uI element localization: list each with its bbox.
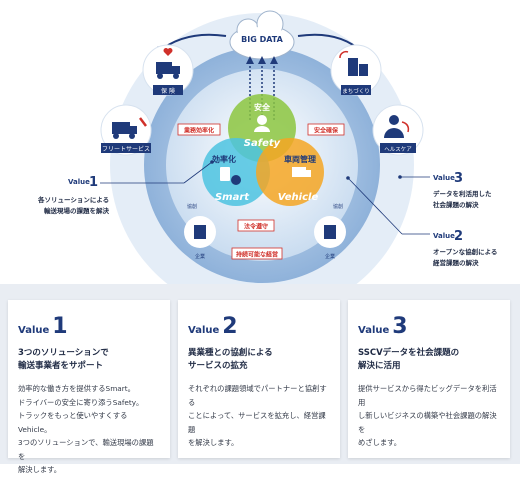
tag-safety-label: 安全確保: [314, 127, 339, 135]
ecosystem-diagram: BIG DATA 保 険 フリートサービス: [37, 10, 497, 300]
tag-efficiency-label: 業務効率化: [183, 127, 214, 135]
smart-circle: [202, 138, 270, 206]
card1-value-label: Value: [18, 325, 50, 336]
insurance-label: 保 険: [161, 87, 175, 95]
wrench-icon: [139, 117, 147, 127]
v2-leader-line: [347, 177, 403, 235]
v2-num: 2: [454, 229, 463, 244]
v3-line1: データを利活用した: [433, 189, 492, 198]
healthcare-label: ヘルスケア: [384, 146, 412, 153]
v1-line1: 各ソリューションによる: [37, 195, 109, 204]
building-icon: [324, 225, 336, 239]
v3-label: Value: [433, 174, 455, 182]
card3-title: SSCVデータを社会課題の 解決に活用: [358, 348, 460, 371]
card3-value-label: Value: [358, 325, 390, 336]
v2-line1: オープンな協創による: [433, 247, 497, 256]
city-node: まちづくり: [330, 44, 382, 96]
v2-line2: 経営課題の解決: [433, 258, 479, 267]
card3-body: 提供サービスから得たビッグデータを利活用 し新しいビジネスの構築や社会課題の解決…: [358, 384, 497, 447]
signal-icon: [339, 50, 349, 59]
v3-line2: 社会課題の解決: [433, 200, 479, 209]
v1-label: Value: [68, 178, 90, 186]
doctor-icon: [389, 115, 399, 125]
tag-sustain: 持続可能な経営: [231, 247, 283, 260]
partner-right-bottom-label: 企業: [325, 253, 335, 260]
vehicle-en-label: Vehicle: [278, 192, 319, 203]
stethoscope-icon: [401, 121, 410, 133]
card1-title: 3つのソリューションで 輸送事業者をサポート: [18, 348, 109, 371]
insurance-node: 保 険: [142, 44, 194, 96]
arrow-heads: [246, 56, 278, 64]
building-icon: [194, 225, 206, 239]
tag-law-label: 法令遵守: [244, 223, 268, 231]
building-icon: [348, 58, 358, 76]
heart-icon: [163, 48, 173, 56]
v2-label: Value: [433, 232, 455, 240]
card3-value-number: 3: [392, 314, 408, 339]
card2-value-number: 2: [222, 314, 238, 339]
card2-body: それぞれの課題領域でパートナーと協創する ことによって、サービスを拡充し、経営課…: [188, 384, 327, 447]
v1-line2: 輸送現場の課題を解決: [44, 206, 110, 215]
value-callout-3: Value 3 データを利活用した 社会課題の解決: [433, 171, 492, 209]
value-callout-1: Value 1 各ソリューションによる 輸送現場の課題を解決: [37, 175, 110, 215]
big-data-label: BIG DATA: [241, 35, 283, 44]
vehicle-truck-icon: [292, 167, 311, 177]
partner-right-top-label: 協創: [333, 203, 343, 210]
healthcare-node: ヘルスケア: [372, 104, 424, 156]
city-label: まちづくり: [342, 87, 370, 95]
card2-value-label: Value: [188, 325, 220, 336]
card1-body: 効率的な働き方を提供するSmart。 ドライバーの安全に寄り添うSafety。 …: [18, 384, 154, 474]
safety-jp-label: 安全: [254, 102, 271, 112]
fleet-service-node: フリートサービス: [100, 104, 152, 156]
partner-company-right: 協創 企業: [314, 203, 346, 260]
v1-num: 1: [89, 175, 98, 190]
smart-en-label: Smart: [215, 192, 250, 203]
tag-law: 法令遵守: [237, 219, 275, 232]
partner-left-top-label: 協創: [187, 203, 197, 210]
tag-safety: 安全確保: [307, 123, 345, 136]
safety-driver-icon: [254, 115, 270, 132]
vehicle-jp-label: 車両管理: [284, 154, 316, 164]
cloud-icon: [229, 10, 295, 60]
partner-company-left: 協創 企業: [184, 203, 216, 260]
tag-sustain-label: 持続可能な経営: [236, 251, 278, 259]
card1-value-number: 1: [52, 314, 68, 339]
vehicle-circle: [256, 138, 324, 206]
value-callout-2: Value 2 オープンな協創による 経営課題の解決: [433, 229, 497, 267]
tag-efficiency: 業務効率化: [177, 123, 221, 136]
smart-device-icon: [220, 167, 241, 185]
card2-title: 異業種との協創による サービスの拡充: [188, 348, 273, 371]
safety-en-label: Safety: [244, 138, 281, 149]
partner-left-bottom-label: 企業: [195, 253, 205, 260]
smart-jp-label: 効率化: [212, 154, 236, 164]
fleet-service-label: フリートサービス: [102, 145, 150, 153]
v3-num: 3: [454, 171, 463, 186]
